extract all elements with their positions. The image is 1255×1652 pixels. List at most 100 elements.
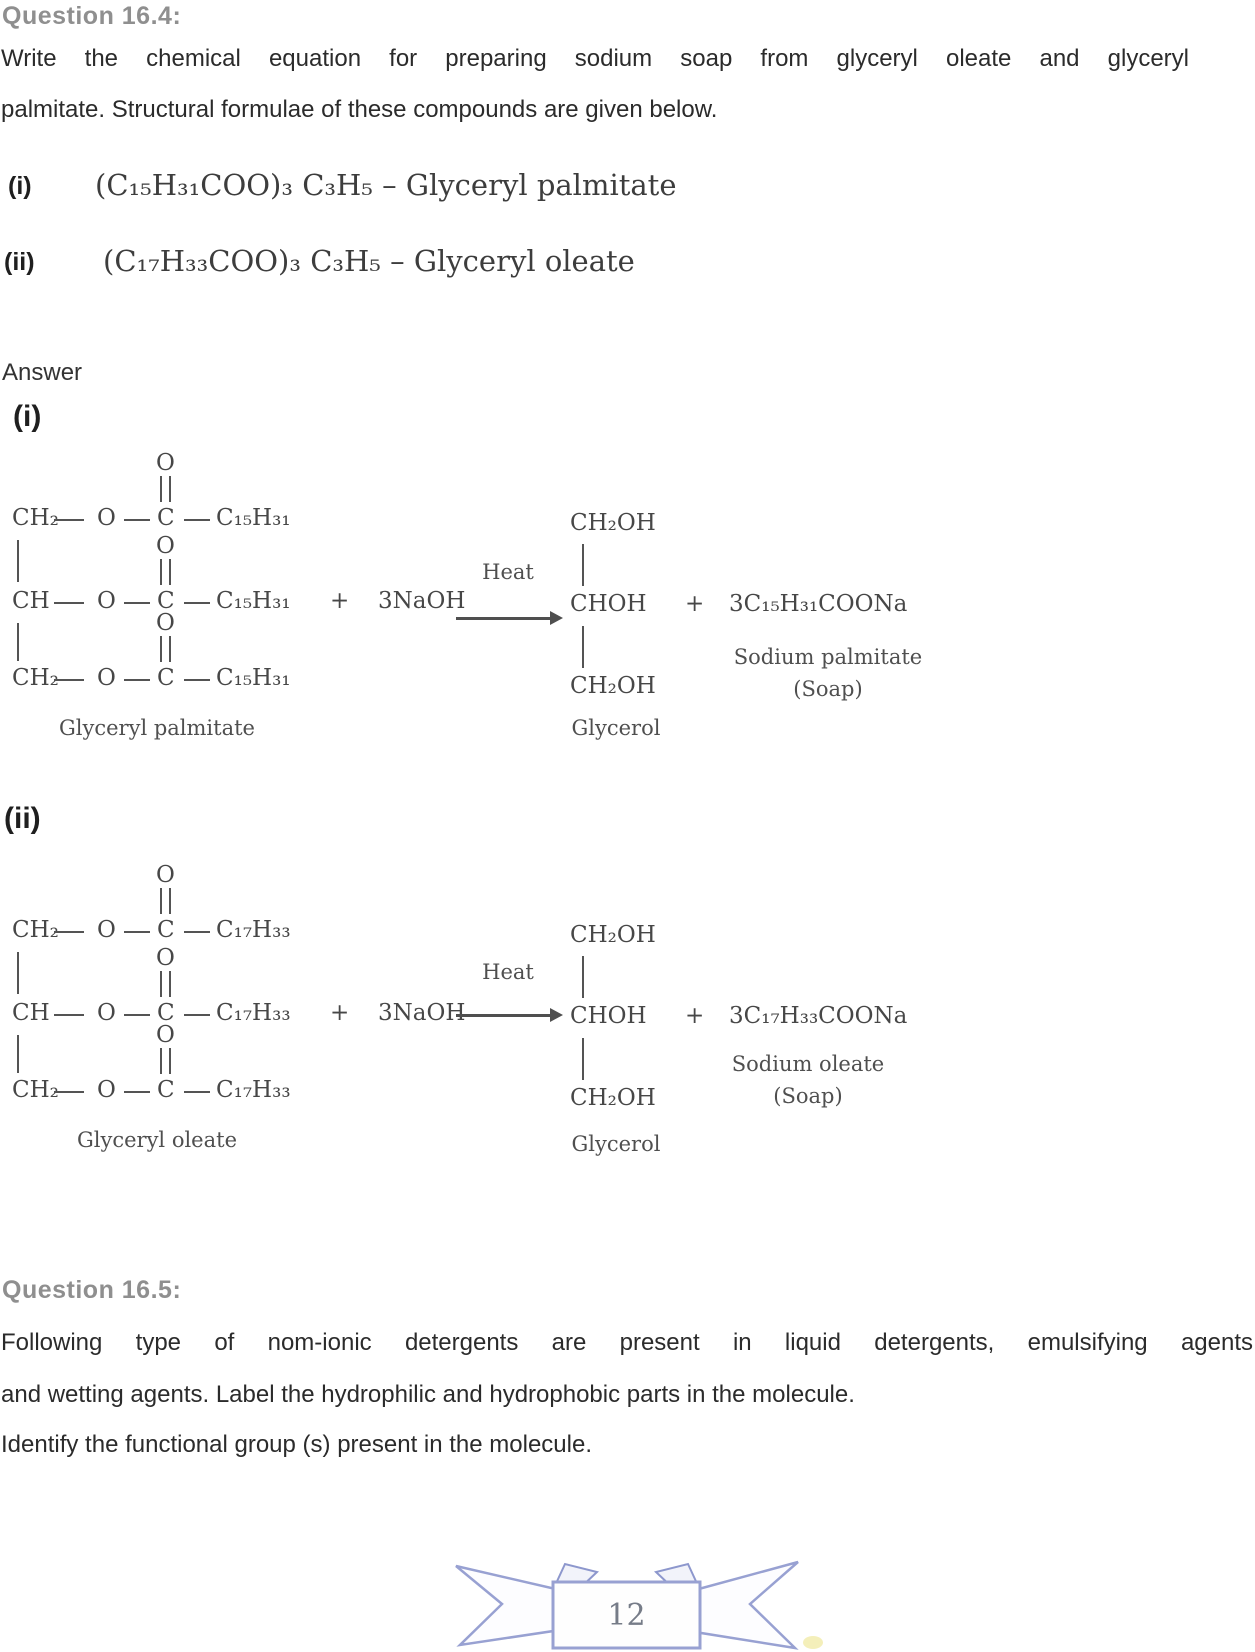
single-bond [184, 519, 210, 521]
reagent-formula: 3NaOH [378, 1000, 466, 1026]
salt-formula: 3C₁₅H₃₁COONa [729, 591, 908, 617]
single-bond [54, 519, 84, 521]
vertical-bond [582, 544, 584, 586]
plus-sign: + [685, 1003, 705, 1029]
carbonyl-oxygen: O [156, 533, 175, 559]
backbone-group: CH₂ [12, 665, 59, 691]
page-number: 12 [607, 1598, 646, 1633]
double-bond [160, 971, 171, 997]
ester-oxygen: O [97, 588, 116, 614]
item-i-formula: (C₁₅H₃₁COO)₃ C₃H₅ – Glyceryl palmitate [95, 168, 677, 202]
reaction-arrow [456, 617, 552, 620]
single-bond [184, 679, 210, 681]
question-16-5-text-line2: and wetting agents. Label the hydrophili… [1, 1381, 855, 1408]
question-16-4-text-line1: Write the chemical equation for preparin… [1, 45, 1189, 72]
plus-sign: + [330, 1000, 350, 1026]
double-bond [160, 636, 171, 662]
vertical-bond [582, 626, 584, 668]
answer-label: Answer [2, 359, 83, 386]
salt-note: (Soap) [793, 677, 863, 701]
question-16-4-text-line2: palmitate. Structural formulae of these … [1, 96, 718, 123]
salt-formula: 3C₁₇H₃₃COONa [729, 1003, 908, 1029]
single-bond [124, 519, 150, 521]
backbone-group: CH [12, 588, 50, 614]
carbonyl-carbon: C [157, 1000, 175, 1026]
carbonyl-oxygen: O [156, 450, 175, 476]
single-bond [54, 679, 84, 681]
single-bond [184, 1014, 210, 1016]
ester-oxygen: O [97, 1000, 116, 1026]
single-bond [124, 1014, 150, 1016]
answer-part-i-label: (i) [13, 400, 42, 433]
ester-oxygen: O [97, 917, 116, 943]
glycerol-top-group: CH₂OH [570, 922, 656, 948]
question-16-5-text-line1: Following type of nom-ionic detergents a… [1, 1329, 1253, 1356]
equation-ii-block: CH₂ O C C₁₇H₃₃ O CH O C C₁₇H₃₃ O CH₂ O C… [0, 842, 1255, 1162]
carbonyl-oxygen: O [156, 1022, 175, 1048]
ester-oxygen: O [97, 1077, 116, 1103]
carbonyl-oxygen: O [156, 610, 175, 636]
backbone-group: CH₂ [12, 1077, 59, 1103]
acyl-chain: C₁₅H₃₁ [216, 665, 291, 691]
glycerol-middle-group: CHOH [570, 1003, 647, 1029]
carbonyl-carbon: C [157, 505, 175, 531]
vertical-bond [582, 1038, 584, 1080]
reaction-arrow-head [550, 611, 563, 625]
vertical-bond [17, 623, 19, 661]
glycerol-middle-group: CHOH [570, 591, 647, 617]
carbonyl-carbon: C [157, 665, 175, 691]
reaction-arrow [456, 1014, 552, 1017]
item-i-label: (i) [8, 172, 32, 200]
heat-label: Heat [482, 560, 534, 584]
single-bond [184, 1091, 210, 1093]
page-ribbon [455, 1560, 799, 1650]
carbonyl-carbon: C [157, 1077, 175, 1103]
single-bond [124, 1091, 150, 1093]
vertical-bond [17, 952, 19, 994]
equation-i-block: CH₂ O C C₁₅H₃₁ O CH O C C₁₅H₃₁ O CH₂ O C… [0, 430, 1255, 750]
single-bond [54, 1014, 84, 1016]
double-bond [160, 888, 171, 914]
question-16-4-heading: Question 16.4: [2, 2, 182, 30]
item-ii-label: (ii) [4, 248, 35, 276]
double-bond [160, 476, 171, 502]
reactant-caption: Glyceryl oleate [76, 1128, 237, 1152]
glycerol-top-group: CH₂OH [570, 510, 656, 536]
salt-name: Sodium oleate [731, 1052, 885, 1076]
ester-oxygen: O [97, 505, 116, 531]
carbonyl-oxygen: O [156, 945, 175, 971]
double-bond [160, 1048, 171, 1074]
ribbon-center-panel [551, 1580, 702, 1650]
ribbon-left-wing [455, 1564, 562, 1647]
carbonyl-oxygen: O [156, 862, 175, 888]
single-bond [184, 931, 210, 933]
glycerol-caption: Glycerol [571, 716, 661, 740]
double-bond [160, 559, 171, 585]
salt-note: (Soap) [773, 1084, 843, 1108]
single-bond [124, 602, 150, 604]
backbone-group: CH₂ [12, 505, 59, 531]
reagent-formula: 3NaOH [378, 588, 466, 614]
single-bond [124, 679, 150, 681]
acyl-chain: C₁₇H₃₃ [216, 917, 291, 943]
salt-name: Sodium palmitate [733, 645, 923, 669]
ester-oxygen: O [97, 665, 116, 691]
scan-smudge [803, 1636, 823, 1649]
heat-label: Heat [482, 960, 534, 984]
acyl-chain: C₁₇H₃₃ [216, 1077, 291, 1103]
ribbon-right-wing [693, 1560, 799, 1650]
backbone-group: CH [12, 1000, 50, 1026]
reaction-arrow-head [550, 1008, 563, 1022]
single-bond [184, 602, 210, 604]
single-bond [124, 931, 150, 933]
plus-sign: + [685, 591, 705, 617]
vertical-bond [17, 540, 19, 582]
question-16-5-text-line3: Identify the functional group (s) presen… [1, 1431, 592, 1458]
reactant-caption: Glyceryl palmitate [59, 716, 255, 740]
item-ii-formula: (C₁₇H₃₃COO)₃ C₃H₅ – Glyceryl oleate [103, 244, 635, 278]
single-bond [54, 1091, 84, 1093]
single-bond [54, 602, 84, 604]
answer-part-ii-label: (ii) [4, 802, 41, 835]
question-16-5-heading: Question 16.5: [2, 1276, 182, 1304]
